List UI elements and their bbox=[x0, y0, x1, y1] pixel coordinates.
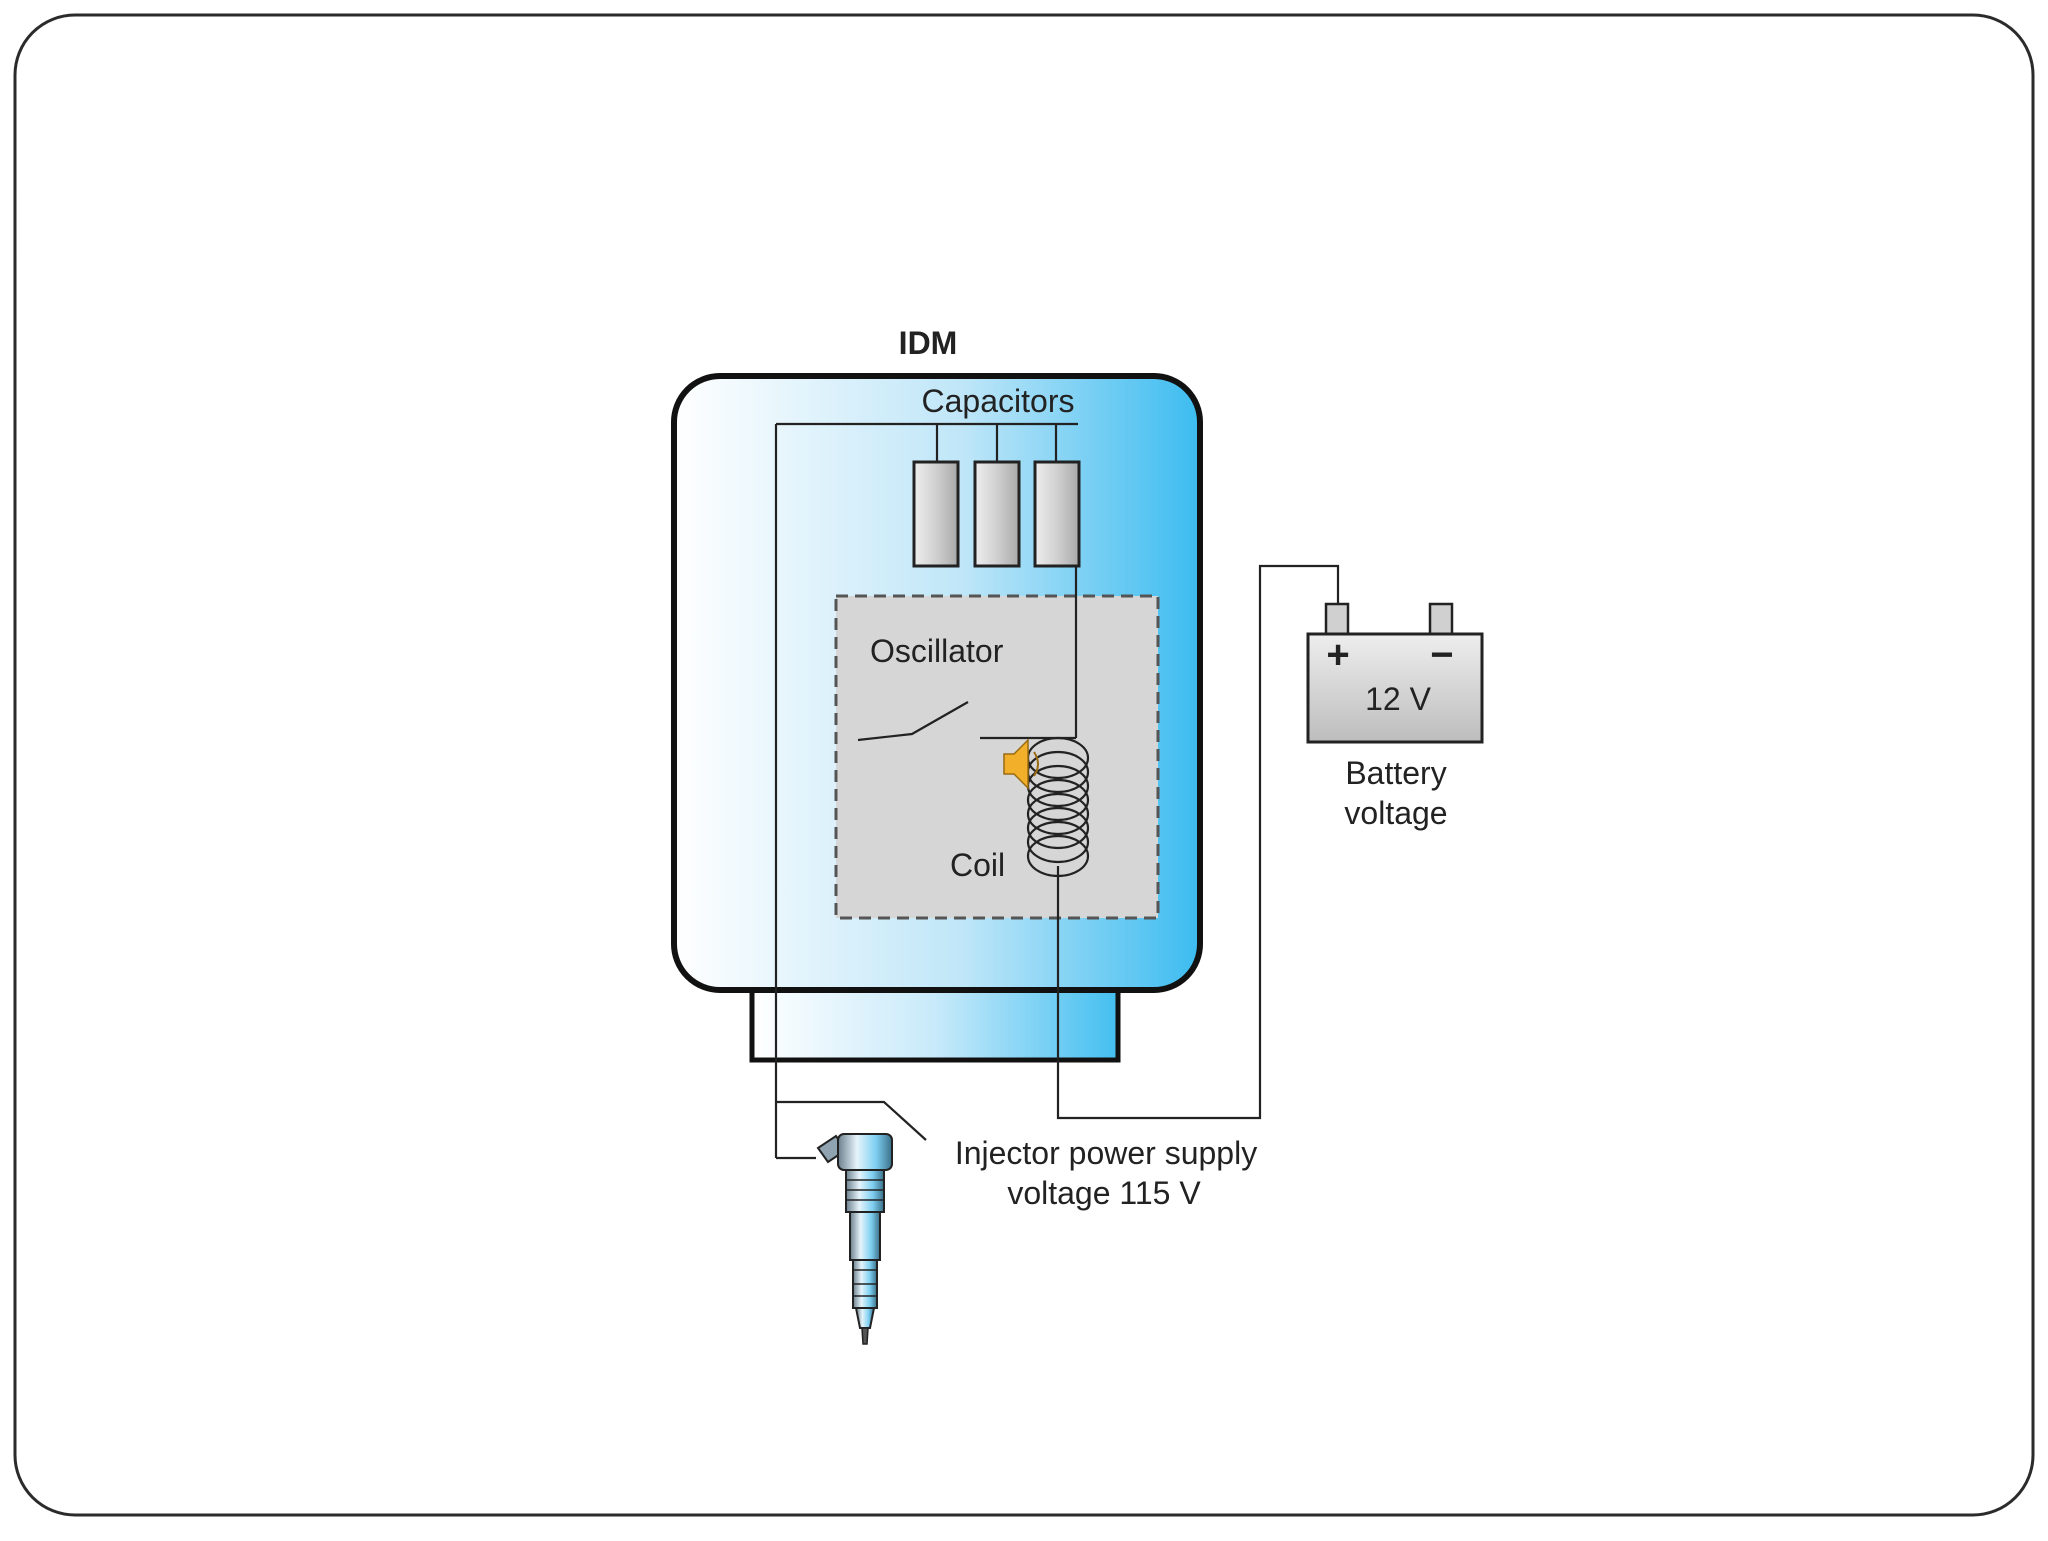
injector-caption-line2: voltage 115 V bbox=[1007, 1175, 1201, 1211]
injector-caption-line1: Injector power supply bbox=[955, 1135, 1257, 1171]
capacitor-2 bbox=[973, 460, 1021, 568]
battery-caption-line1: Battery bbox=[1345, 755, 1446, 791]
battery-icon bbox=[1306, 602, 1484, 744]
capacitors-label: Capacitors bbox=[922, 383, 1075, 419]
idm-internal-wiring bbox=[774, 422, 1340, 1160]
battery-voltage-value: 12 V bbox=[1365, 681, 1431, 717]
oscillator-box bbox=[834, 594, 1160, 920]
fuel-injector-icon bbox=[816, 1133, 893, 1345]
battery-minus-sign: − bbox=[1430, 633, 1453, 677]
capacitor-1 bbox=[912, 460, 960, 568]
capacitor-3 bbox=[1033, 460, 1081, 568]
speaker-icon[interactable] bbox=[1003, 738, 1039, 790]
idm-title: IDM bbox=[899, 325, 958, 361]
capacitor-bank bbox=[912, 460, 1081, 568]
battery-plus-sign: + bbox=[1326, 633, 1349, 677]
battery-caption-line2: voltage bbox=[1344, 795, 1447, 831]
coil-label: Coil bbox=[950, 847, 1005, 883]
oscillator-label: Oscillator bbox=[870, 633, 1004, 669]
idm-module-base bbox=[749, 987, 1121, 1063]
